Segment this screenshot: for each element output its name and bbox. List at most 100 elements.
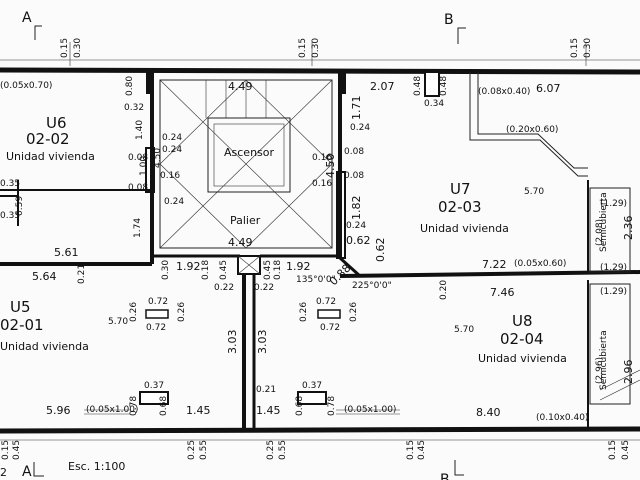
dim-008c: 0.08 [344, 147, 364, 157]
dim-746: 7.46 [490, 286, 515, 299]
dim-171: 1.71 [350, 96, 363, 121]
bottom-dim-3: 0.25 [187, 440, 197, 460]
dim-068b: 0.68 [295, 396, 305, 416]
u6-number: 02-02 [26, 130, 70, 148]
dim-016c: 0.16 [312, 179, 332, 189]
dim-182: 1.82 [350, 196, 363, 221]
dim-129c: (1.29) [600, 287, 627, 297]
bottom-dim-8: 0.45 [417, 440, 427, 460]
dim-192b: 1.92 [286, 260, 311, 273]
dim-048a: 0.48 [413, 76, 423, 96]
dim-100: 1.00 [139, 156, 149, 176]
dim-u6-top: (0.05x0.70) [0, 81, 52, 91]
bottom-dim-4: 0.55 [199, 440, 209, 460]
top-dim-6: 0.30 [583, 38, 593, 58]
dim-068a: 0.68 [159, 396, 169, 416]
dim-129a: (1.29) [600, 199, 627, 209]
top-dimension-strip: 0.15 0.30 0.15 0.30 0.15 0.30 [0, 38, 640, 66]
dim-021b: 0.21 [256, 385, 276, 395]
u7-number: 02-03 [438, 198, 482, 216]
dim-078b: 0.78 [327, 396, 337, 416]
u7-label: Unidad vivienda [420, 222, 509, 235]
dim-024d: 0.24 [350, 123, 370, 133]
dim-450b: 4.50 [324, 154, 337, 179]
dim-840: 8.40 [476, 406, 501, 419]
dim-607: 6.07 [536, 82, 561, 95]
dim-080: 0.80 [125, 76, 135, 96]
dim-450a: 4.50 [153, 148, 163, 168]
dim-048b: 0.48 [439, 76, 449, 96]
dim-008b: 0.08 [128, 183, 148, 193]
dim-072b: 0.72 [146, 323, 166, 333]
dim-026c: 0.26 [299, 302, 309, 322]
dim-570c: 5.70 [454, 325, 474, 335]
wall-pier-4 [145, 147, 155, 193]
dim-145a: 1.45 [186, 404, 211, 417]
bottom-dim-7: 0.15 [406, 440, 416, 460]
dim-208: (2.08) [595, 219, 605, 246]
dim-078a: 0.78 [129, 396, 139, 416]
dim-059: 0.59 [15, 196, 25, 216]
wall-pier-3 [336, 171, 346, 259]
dim-018a: 0.18 [201, 260, 211, 280]
dim-072c: 0.72 [316, 297, 336, 307]
corner-mark: 2 [0, 466, 7, 479]
top-dim-4: 0.30 [311, 38, 321, 58]
dim-570a: 5.70 [524, 187, 544, 197]
section-marker-a-top: A [22, 10, 42, 40]
dim-024b: 0.24 [162, 145, 182, 155]
dim-072d: 0.72 [320, 323, 340, 333]
u6-code: U6 [46, 114, 67, 132]
dim-236: 2.36 [622, 216, 635, 241]
u8-number: 02-04 [500, 330, 544, 348]
stair-core [159, 79, 333, 249]
dim-022a: 0.22 [214, 283, 234, 293]
dim-u7-win: (0.08x0.40) [478, 87, 530, 97]
dim-449a: 4.49 [228, 80, 253, 93]
dim-022b: 0.22 [254, 283, 274, 293]
wall-pier-2 [338, 72, 346, 94]
dim-145b: 1.45 [256, 404, 281, 417]
dim-020: 0.20 [439, 280, 449, 300]
unit-u7-label: U7 02-03 Unidad vivienda [420, 180, 509, 235]
u5-label: Unidad vivienda [0, 340, 89, 353]
u5-code: U5 [10, 298, 31, 316]
dim-u7-win2: (0.20x0.60) [506, 125, 558, 135]
dim-570b: 5.70 [108, 317, 128, 327]
dim-296a: (2.96) [595, 357, 605, 384]
dim-722: 7.22 [482, 258, 507, 271]
section-a-top-label: A [22, 10, 32, 26]
dim-034: 0.34 [424, 99, 444, 109]
dim-u7-win3: (0.05x0.60) [514, 259, 566, 269]
dim-026a: 0.26 [177, 302, 187, 322]
dim-008a: 0.08 [128, 153, 148, 163]
dim-018b: 0.18 [273, 260, 283, 280]
dim-449b: 4.49 [228, 236, 253, 249]
semicubierta-lower: Semicubierta [599, 330, 609, 390]
dim-129b: (1.29) [600, 263, 627, 273]
dim-037b: 0.37 [302, 381, 322, 391]
wall-pier-1 [146, 72, 154, 94]
dim-032: 0.32 [124, 103, 144, 113]
dim-ang2: 225°0'0" [352, 281, 392, 291]
dim-174: 1.74 [133, 218, 143, 238]
top-dim-3: 0.15 [298, 38, 308, 58]
unit-u5-label: U5 02-01 Unidad vivienda [0, 298, 89, 353]
u7-code: U7 [450, 180, 471, 198]
bottom-dim-10: 0.45 [621, 440, 631, 460]
section-a-bottom-label: A [22, 464, 32, 480]
dim-303a: 3.03 [226, 330, 239, 355]
elevator-label: Ascensor [224, 146, 275, 159]
dim-140: 1.40 [135, 120, 145, 140]
dim-037a: 0.37 [144, 381, 164, 391]
dim-016b: 0.16 [312, 153, 332, 163]
dim-016a: 0.16 [160, 171, 180, 181]
dim-008d: 0.08 [344, 171, 364, 181]
bottom-dim-2: 0.45 [12, 440, 22, 460]
dim-596: 5.96 [46, 404, 71, 417]
dim-win-a: (0.05x1.00) [86, 405, 138, 415]
dim-035b: 0.35 [0, 211, 20, 221]
u6-label: Unidad vivienda [6, 150, 95, 163]
section-b-bottom-label: B [440, 472, 450, 480]
